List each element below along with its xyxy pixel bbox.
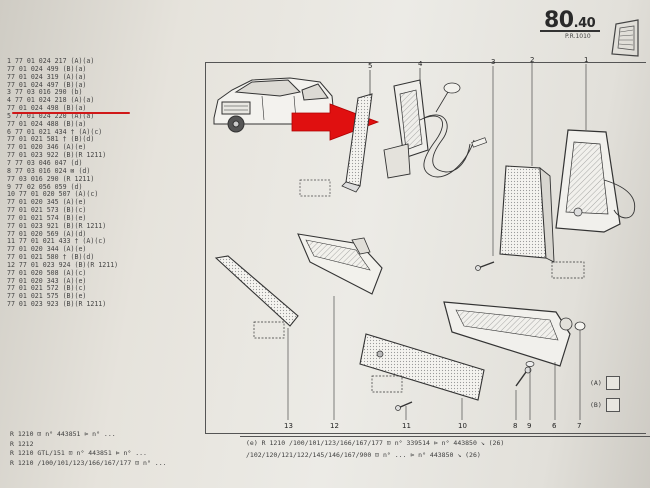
- callout-3: 3: [491, 58, 495, 66]
- footer-left-line: R 1212: [10, 439, 34, 448]
- parts-list-row: 77 01 024 488 (B)(a): [7, 119, 87, 128]
- parts-list-row: 77 01 021 581 † (B)(d): [7, 135, 95, 144]
- car-illustration: [213, 77, 335, 133]
- vehicle-corner-icon: [611, 19, 639, 57]
- parts-list-row: 12 77 01 023 924 (B)(R 1211): [7, 260, 119, 269]
- callout-6: 6: [552, 422, 557, 430]
- legend-key-b: (B): [590, 401, 602, 409]
- callout-13: 13: [284, 422, 293, 430]
- callout-4: 4: [418, 60, 423, 68]
- page-footer: R 1210 ⊡ n° 443851 ⊳ n° ... R 1212 R 121…: [0, 430, 650, 488]
- footer-right-notes: (e) R 1210 /100/101/123/166/167/177 ⊡ n°…: [240, 436, 650, 461]
- variant-legend: (A) (B): [590, 372, 650, 422]
- parts-list-row: 8 77 03 016 024 ⊠ (d): [7, 166, 91, 175]
- parts-list-row: 77 01 020 508 (A)(c): [7, 268, 87, 277]
- part-1-rear-lamp-housing: [555, 64, 636, 233]
- part-8-9-screw-washer: [515, 361, 535, 420]
- parts-list-row: 77 01 021 573 (B)(c): [7, 206, 87, 215]
- part-10-front-lens: [359, 333, 485, 420]
- parts-list-row: 11 77 01 021 433 † (A)(c): [7, 237, 107, 246]
- part-2-rear-lamp-lens: [499, 62, 585, 279]
- parts-list-row: 77 01 020 343 (A)(e): [7, 276, 87, 285]
- part-6-front-lamp-unit: [443, 301, 573, 420]
- callout-9: 9: [527, 422, 531, 430]
- parts-list-row: 77 01 021 572 (B)(c): [7, 284, 87, 293]
- parts-list-row: 77 03 016 290 (R 1211): [7, 174, 95, 183]
- callout-10: 10: [458, 422, 467, 430]
- parts-list-row: 5 77 01 024 220 (A)(a): [7, 111, 95, 120]
- red-highlight-underline: [12, 112, 130, 114]
- parts-list-row: 77 01 023 921 (B)(R 1211): [7, 221, 107, 230]
- parts-list-row: 77 01 021 575 (B)(e): [7, 292, 87, 301]
- parts-list-row: 77 01 020 569 (A)(d): [7, 229, 87, 238]
- footer-right-line: /102/120/121/122/145/146/167/900 ⊡ n° ..…: [246, 451, 481, 459]
- legend-item-b: (B): [590, 394, 650, 416]
- parts-list-row: 77 01 021 580 † (B)(d): [7, 253, 95, 262]
- legend-swatch-b: [605, 398, 620, 412]
- parts-list-row: 77 01 024 497 (B)(a): [7, 80, 87, 89]
- parts-list-row: 7 77 03 046 047 (d): [7, 158, 83, 167]
- legend-item-a: (A): [590, 372, 650, 394]
- part-5-side-lens: [299, 70, 373, 197]
- parts-list-row: 77 01 021 574 (B)(e): [7, 213, 87, 222]
- parts-list-row: 77 01 024 499 (B)(a): [7, 64, 87, 73]
- exploded-diagram-frame: [205, 62, 646, 434]
- callout-2: 2: [530, 56, 534, 64]
- page-number: 80.40: [544, 8, 596, 33]
- parts-list: 1 77 01 024 217 (A)(a) 77 01 024 499 (B)…: [7, 57, 197, 309]
- legend-key-a: (A): [590, 379, 602, 387]
- parts-list-row: 77 01 023 923 (B)(R 1211): [7, 300, 107, 309]
- part-3-screw: [475, 66, 495, 271]
- part-7-bulb: [574, 321, 586, 420]
- footer-left-line: R 1210 /100/101/123/166/167/177 ⊡ n° ...: [10, 458, 167, 467]
- parts-list-row: 9 77 02 056 059 (d): [7, 182, 83, 191]
- parts-list-row: 77 01 020 344 (A)(e): [7, 245, 87, 254]
- footer-right-line: (e) R 1210 /100/101/123/166/167/177 ⊡ n°…: [246, 439, 505, 447]
- page-number-main: 80: [544, 8, 574, 33]
- callout-8: 8: [513, 422, 517, 430]
- callout-11: 11: [402, 422, 411, 430]
- callout-5: 5: [368, 62, 372, 70]
- footer-left-line: R 1210 GTL/151 ⊡ n° 443851 ⊳ n° ...: [10, 449, 147, 457]
- parts-list-row: 77 01 020 345 (A)(e): [7, 198, 87, 207]
- parts-list-row: 77 01 024 498 (B)(a): [7, 104, 87, 113]
- part-13-front-side-lens: [214, 255, 299, 420]
- part-12-front-indicator: [297, 233, 383, 420]
- parts-list-row: 6 77 01 021 434 † (A)(c): [7, 127, 103, 136]
- page-number-sub: .40: [573, 16, 596, 31]
- footer-left-notes: R 1210 ⊡ n° 443851 ⊳ n° ... R 1212 R 121…: [10, 430, 240, 468]
- footer-left-line: R 1210 ⊡ n° 443851 ⊳ n° ...: [10, 430, 116, 438]
- page-reference: P.R.1010: [565, 33, 591, 40]
- callout-12: 12: [330, 422, 339, 430]
- parts-list-row: 10 77 01 020 507 (A)(c): [7, 190, 99, 199]
- parts-list-row: 1 77 01 024 217 (A)(a): [7, 57, 95, 65]
- parts-list-row: 77 01 020 346 (A)(e): [7, 143, 87, 152]
- header-rule: [540, 30, 600, 32]
- parts-list-row: 77 01 023 922 (B)(R 1211): [7, 151, 107, 160]
- parts-list-row: 3 77 03 016 290 (b): [7, 88, 83, 97]
- part-11-screw: [395, 401, 413, 420]
- callout-1: 1: [584, 56, 588, 64]
- parts-list-row: 77 01 024 319 (A)(a): [7, 72, 87, 81]
- callout-7: 7: [577, 422, 581, 430]
- parts-list-row: 4 77 01 024 218 (A)(a): [7, 96, 95, 105]
- part-4-bulb-holder: [383, 68, 488, 179]
- legend-swatch-a: [605, 376, 620, 390]
